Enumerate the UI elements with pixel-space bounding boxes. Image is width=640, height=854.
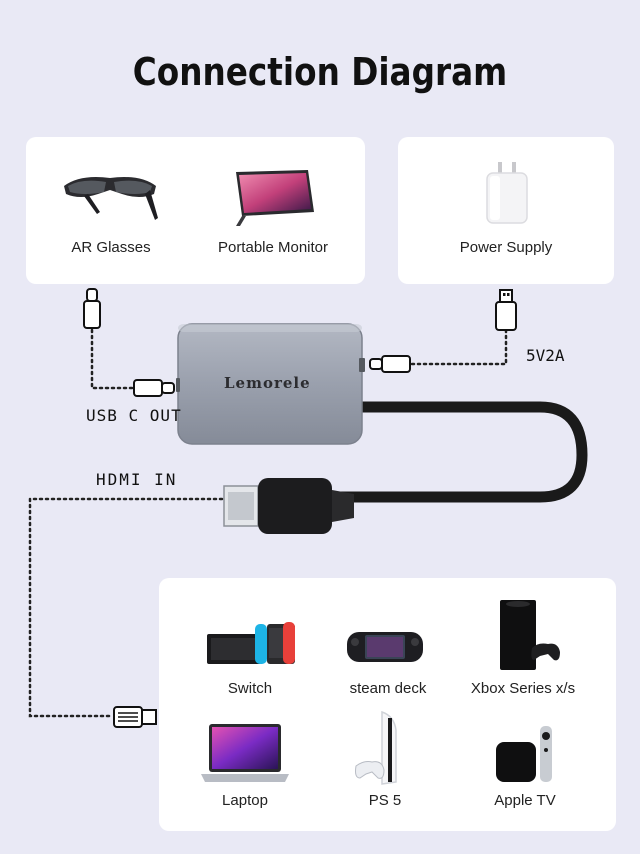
usb-c-connector-horizontal-icon xyxy=(133,379,175,397)
laptop-icon xyxy=(201,724,289,782)
usb-c-out-label: USB C OUT xyxy=(86,406,182,425)
source-label-steam-deck: steam deck xyxy=(349,680,427,697)
source-label-xbox: Xbox Series x/s xyxy=(470,680,576,697)
power-rating-label: 5V2A xyxy=(526,346,565,365)
steam-deck-icon xyxy=(347,632,423,662)
power-adapter-icon xyxy=(486,162,528,224)
apple-tv-icon xyxy=(496,726,552,782)
ar-glasses-icon xyxy=(64,177,158,220)
portable-monitor-icon xyxy=(236,170,314,226)
usb-c-connector-vertical-icon xyxy=(83,288,101,329)
usb-c-power-connector-icon xyxy=(369,355,411,373)
hdmi-cable-plug xyxy=(223,478,354,534)
usb-c-hdmi-adapter xyxy=(176,323,365,445)
source-label-apple-tv: Apple TV xyxy=(494,792,556,809)
hdmi-in-label: HDMI IN xyxy=(96,470,178,489)
source-label-laptop: Laptop xyxy=(222,792,268,809)
source-label-ps5: PS 5 xyxy=(368,792,402,809)
portable-monitor-label: Portable Monitor xyxy=(217,239,329,256)
usb-a-connector-icon xyxy=(495,289,517,331)
xbox-series-icon xyxy=(500,600,560,670)
source-label-switch: Switch xyxy=(227,680,273,697)
nintendo-switch-icon xyxy=(207,622,295,664)
power-supply-label: Power Supply xyxy=(459,239,553,256)
page-title: Connection Diagram xyxy=(132,50,508,94)
hdmi-connector-small-icon xyxy=(113,706,157,728)
ar-glasses-label: AR Glasses xyxy=(71,239,151,256)
ps5-icon xyxy=(355,710,397,785)
adapter-brand-logo: Lemorele xyxy=(224,374,311,392)
source-devices-card xyxy=(159,578,616,831)
